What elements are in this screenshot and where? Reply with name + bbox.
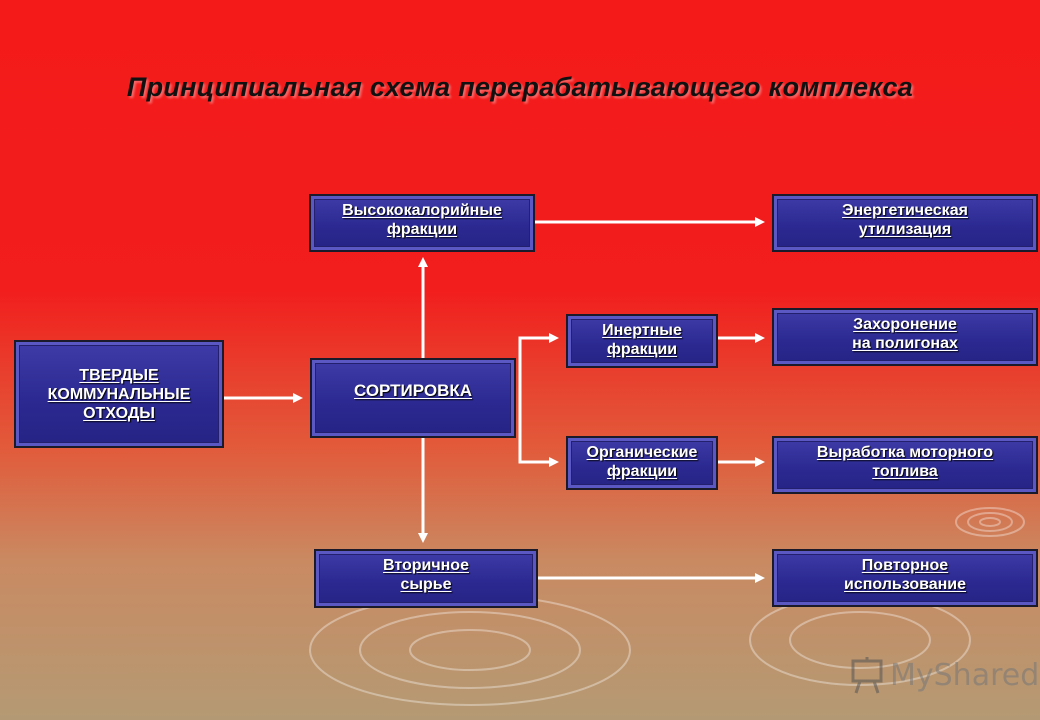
node-inert: Инертные фракции — [566, 314, 718, 368]
node-landfill-label: Захоронение на полигонах — [852, 316, 958, 352]
node-waste-label: ТВЕРДЫЕ КОММУНАЛЬНЫЕ ОТХОДЫ — [47, 366, 191, 422]
node-reuse: Повторное использование — [772, 549, 1038, 607]
watermark: MyShared — [850, 652, 1039, 698]
node-high-calorific: Высококалорийные фракции — [309, 194, 535, 252]
node-energy: Энергетическая утилизация — [772, 194, 1038, 252]
presentation-board-icon — [851, 657, 883, 694]
node-secondary-label: Вторичное сырье — [383, 557, 469, 593]
watermark-text: MyShared — [890, 657, 1040, 693]
node-waste: ТВЕРДЫЕ КОММУНАЛЬНЫЕ ОТХОДЫ — [14, 340, 224, 448]
node-sorting-label: СОРТИРОВКА — [353, 380, 473, 400]
node-organic-label: Органические фракции — [586, 444, 698, 480]
node-fuel: Выработка моторного топлива — [772, 436, 1038, 494]
node-fuel-label: Выработка моторного топлива — [816, 444, 994, 480]
arrow-sorting-to-organic — [518, 398, 559, 467]
node-sorting: СОРТИРОВКА — [310, 358, 516, 438]
node-energy-label: Энергетическая утилизация — [842, 202, 968, 238]
node-secondary: Вторичное сырье — [314, 549, 538, 608]
node-inert-label: Инертные фракции — [602, 322, 682, 358]
node-organic: Органические фракции — [566, 436, 718, 490]
slide-title: Принципиальная схема перерабатывающего к… — [126, 72, 914, 102]
arrow-sorting-to-inert — [518, 333, 559, 398]
node-landfill: Захоронение на полигонах — [772, 308, 1038, 366]
node-high-calorific-label: Высококалорийные фракции — [342, 202, 502, 238]
node-reuse-label: Повторное использование — [843, 557, 967, 593]
